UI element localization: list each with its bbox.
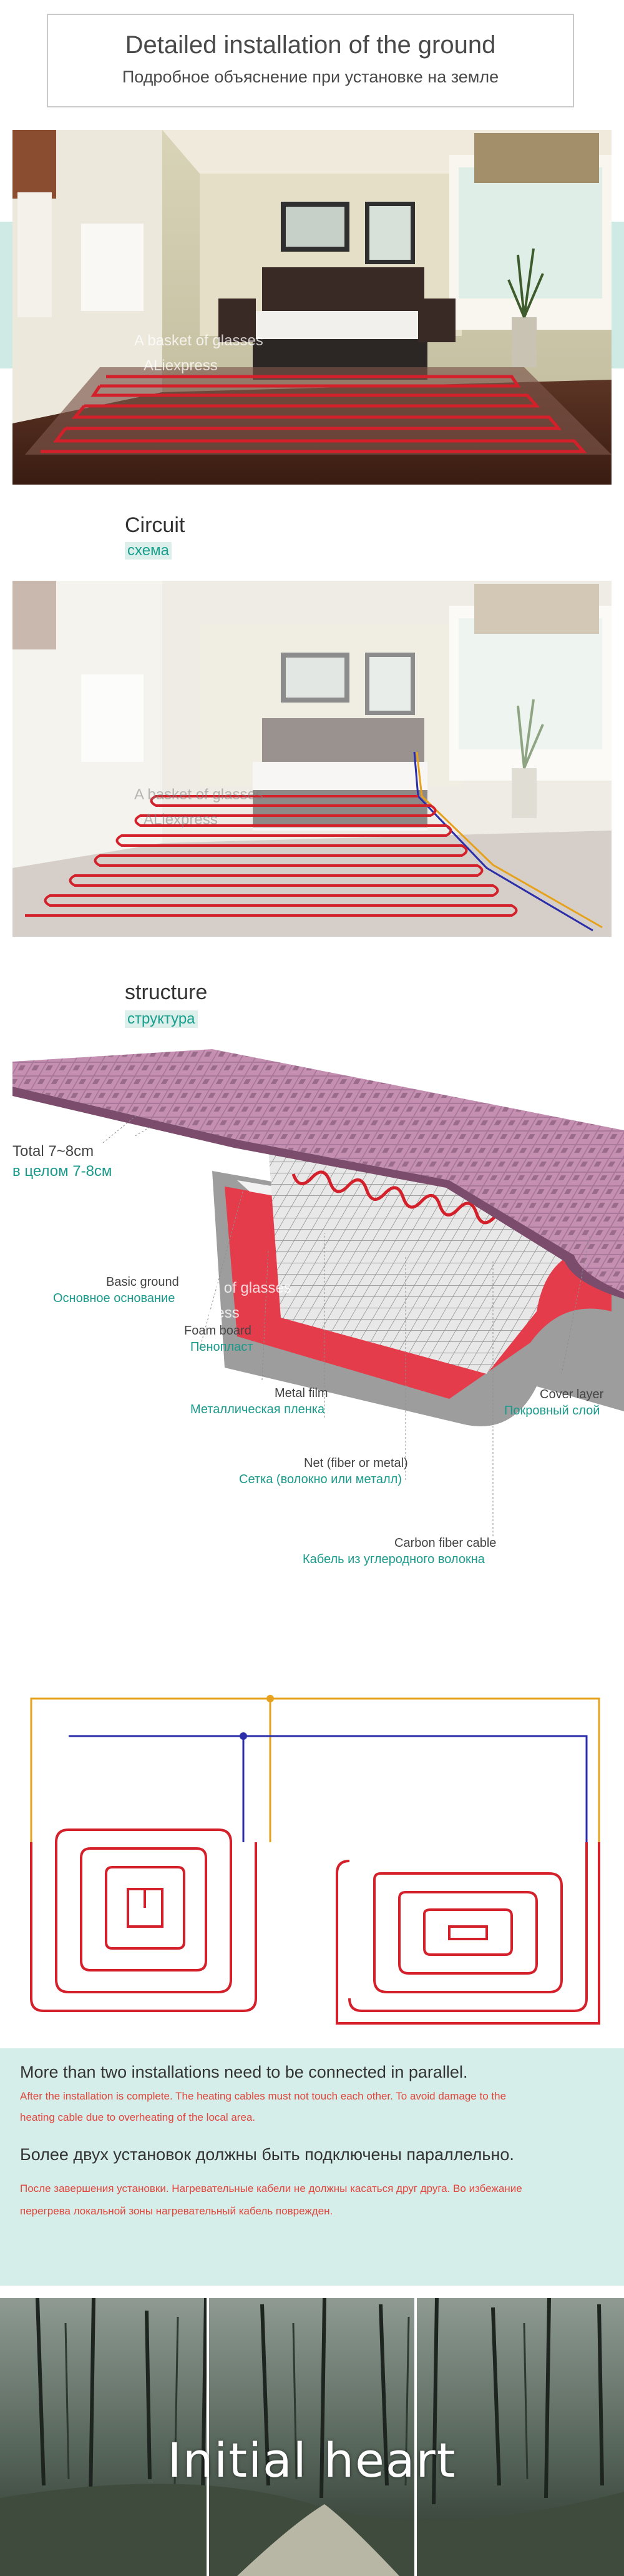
parallel-connection-notice	[0, 2048, 624, 2286]
forest-illustration	[0, 2298, 624, 2576]
label-net-ru: Сетка (волокно или металл)	[239, 1473, 402, 1486]
page-subtitle: Подробное объяснение при установке на зе…	[122, 67, 499, 86]
circuit-illustration: A basket of glasses ALiexpress	[12, 581, 612, 937]
watermark-text-6: ALiexpress	[165, 1305, 240, 1321]
label-basic-ground-ru: Основное основание	[53, 1291, 175, 1305]
label-total-thickness-ru: в целом 7-8см	[12, 1163, 112, 1180]
notice-title-en: More than two installations need to be c…	[20, 2063, 468, 2081]
right-spiral-cable	[336, 1842, 600, 2025]
watermark-text-5: A basket of glasses	[162, 1280, 291, 1296]
circuit-heading: Circuit	[125, 513, 185, 537]
label-cover-layer-ru: Покровный слой	[504, 1404, 600, 1418]
parallel-wiring-diagram	[0, 1686, 624, 2036]
label-cover-layer: Cover layer	[540, 1388, 604, 1401]
bedroom-photo-installation: A basket of glasses ALiexpress	[12, 130, 612, 485]
banner-title: Initial heart	[167, 2432, 457, 2488]
right-teal-strip	[612, 222, 624, 368]
notice-text-en-2: heating cable due to overheating of the …	[20, 2111, 256, 2123]
watermark-text-3: A basket of glasses	[134, 786, 263, 803]
label-net: Net (fiber or metal)	[304, 1456, 408, 1470]
notice-title-ru: Более двух установок должны быть подключ…	[20, 2145, 514, 2164]
floor-layer-diagram: A basket of glasses ALiexpress	[0, 1049, 624, 1599]
bedroom-illustration: A basket of glasses ALiexpress	[12, 130, 612, 485]
circuit-heading-ru: схема	[125, 542, 172, 560]
header-title-box: Detailed installation of the ground Подр…	[47, 14, 574, 107]
structure-heading-ru: структура	[125, 1010, 198, 1028]
notice-text-en-1: After the installation is complete. The …	[20, 2090, 507, 2102]
watermark-text-2: ALiexpress	[144, 357, 218, 374]
label-carbon-fiber-cable: Carbon fiber cable	[394, 1536, 497, 1550]
label-foam-board: Foam board	[184, 1324, 251, 1338]
notice-text-ru-1: После завершения установки. Нагревательн…	[20, 2183, 522, 2194]
label-metal-film: Metal film	[275, 1386, 328, 1400]
left-spiral-cable	[30, 1828, 257, 2012]
layer-illustration: A basket of glasses ALiexpress	[12, 1049, 624, 1536]
left-teal-strip	[0, 222, 12, 368]
forest-banner	[0, 2298, 624, 2576]
watermark-text-1: A basket of glasses	[134, 332, 263, 349]
label-foam-board-ru: Пенопласт	[190, 1340, 253, 1354]
notice-text-ru-2: перегрева локальной зоны нагревательный …	[20, 2205, 333, 2217]
page-title: Detailed installation of the ground	[125, 31, 496, 59]
watermark-text-4: ALiexpress	[144, 811, 218, 828]
label-metal-film-ru: Металлическая пленка	[190, 1403, 325, 1416]
bedroom-photo-circuit: A basket of glasses ALiexpress	[12, 581, 612, 937]
label-total-thickness: Total 7~8cm	[12, 1143, 94, 1160]
label-carbon-fiber-cable-ru: Кабель из углеродного волокна	[303, 1552, 485, 1566]
label-basic-ground: Basic ground	[106, 1275, 179, 1289]
spiral-cables	[30, 1695, 600, 2025]
structure-heading: structure	[125, 980, 208, 1004]
